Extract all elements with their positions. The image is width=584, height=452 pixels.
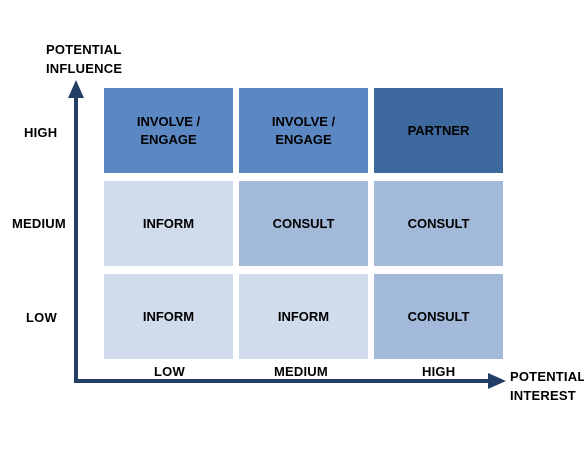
x-level-low: LOW [154,364,185,379]
cell-high-medium: INVOLVE / ENGAGE [239,88,368,173]
y-axis-arrowhead [68,80,84,98]
cell-low-low: INFORM [104,274,233,359]
cell-medium-medium: CONSULT [239,181,368,266]
x-level-medium: MEDIUM [274,364,328,379]
cell-high-low: INVOLVE / ENGAGE [104,88,233,173]
x-axis-arrowhead [488,373,506,389]
y-level-low: LOW [26,310,57,325]
x-axis-title: POTENTIAL INTEREST [510,369,584,403]
cell-low-high: CONSULT [374,274,503,359]
cell-low-medium: INFORM [239,274,368,359]
y-axis-title: POTENTIAL INFLUENCE [46,42,123,76]
y-level-high: HIGH [24,125,58,140]
x-level-high: HIGH [422,364,456,379]
cell-medium-low: INFORM [104,181,233,266]
cell-high-high: PARTNER [374,88,503,173]
cell-medium-high: CONSULT [374,181,503,266]
y-level-medium: MEDIUM [12,216,66,231]
